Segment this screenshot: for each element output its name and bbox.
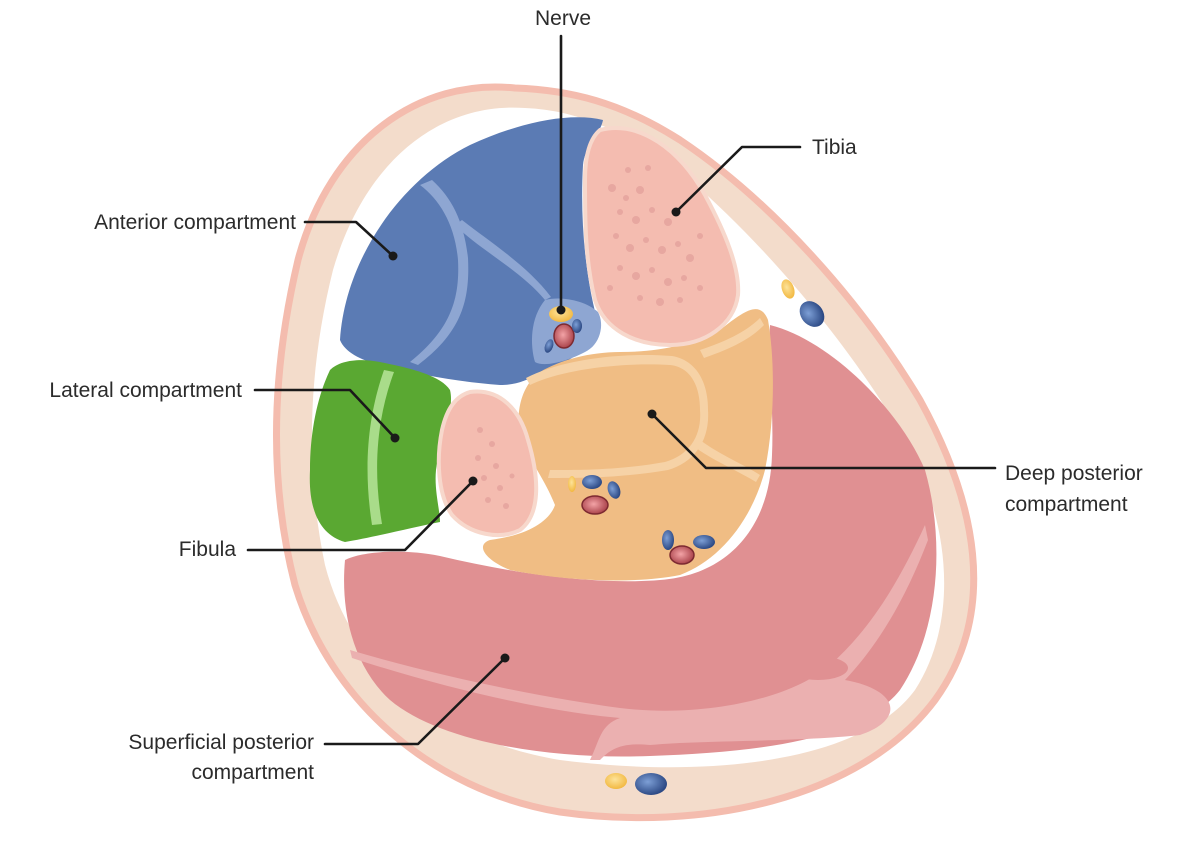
label-tibia: Tibia [812, 136, 857, 159]
small-saphenous-vein [635, 773, 667, 795]
label-superficial-posterior-line2: compartment [191, 761, 314, 784]
peroneal-vein-1 [662, 530, 674, 550]
peroneal-artery [670, 546, 694, 564]
posterior-vein-1 [582, 475, 602, 489]
posterior-nerve [568, 476, 576, 492]
sural-nerve [605, 773, 627, 789]
posterior-artery [582, 496, 608, 514]
anterior-artery [554, 324, 574, 348]
label-superficial-posterior-line1: Superficial posterior [128, 731, 314, 754]
label-fibula: Fibula [179, 538, 237, 561]
label-lateral-compartment: Lateral compartment [49, 379, 242, 402]
septum-loop [788, 656, 848, 680]
label-nerve: Nerve [535, 7, 591, 30]
anterior-vein-1 [572, 319, 582, 333]
label-anterior-compartment: Anterior compartment [94, 211, 296, 234]
tibia-bone [585, 128, 738, 345]
label-deep-posterior-line2: compartment [1005, 493, 1128, 516]
label-deep-posterior-line1: Deep posterior [1005, 462, 1143, 485]
peroneal-vein-2 [693, 535, 715, 549]
